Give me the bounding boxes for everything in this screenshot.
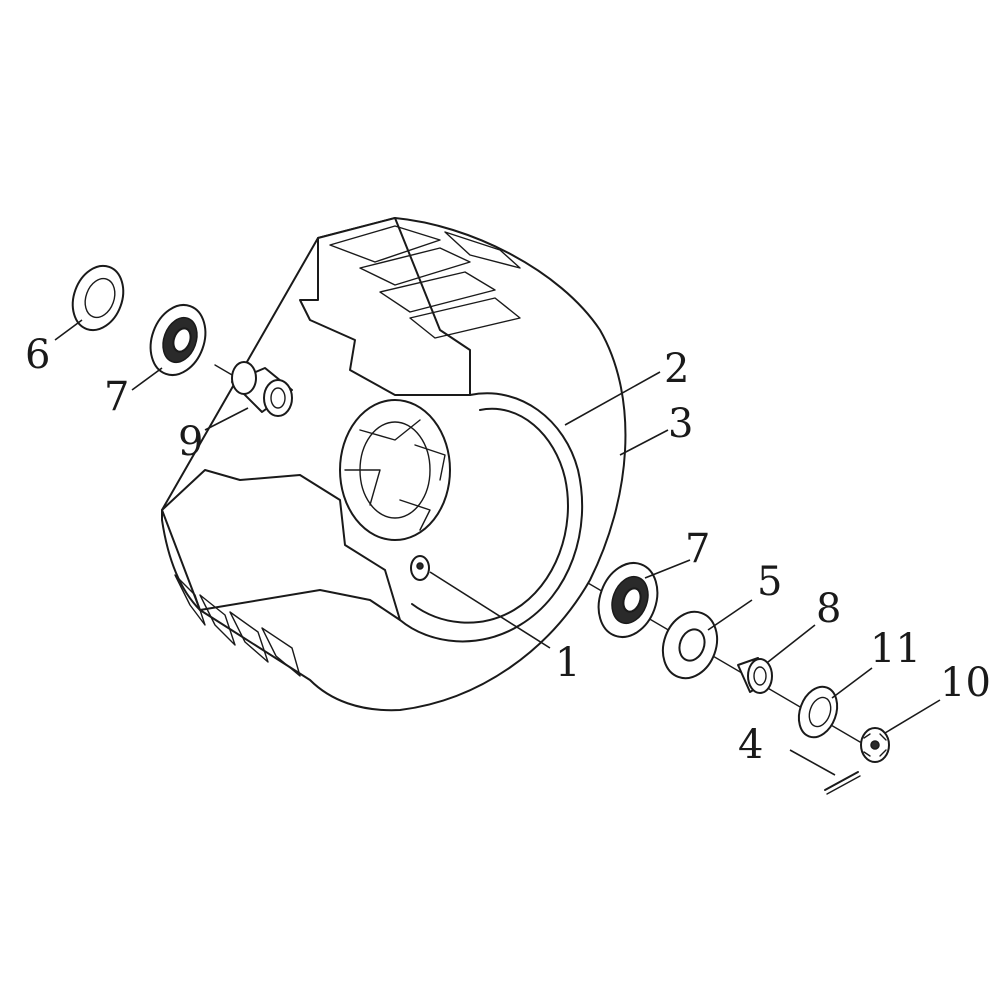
callout-1: 1 [555, 640, 580, 686]
leader-1 [429, 571, 551, 649]
callout-5: 5 [757, 559, 782, 605]
leader-9 [204, 407, 249, 431]
callout-6: 6 [25, 332, 50, 378]
bearing-left [149, 304, 207, 376]
cotter-pin [824, 771, 861, 795]
callout-11: 11 [870, 626, 921, 672]
leader-5 [707, 599, 753, 631]
tire [161, 217, 627, 712]
callout-8: 8 [816, 586, 841, 632]
washer [661, 610, 719, 680]
leader-lines [54, 319, 941, 776]
callout-2: 2 [664, 346, 689, 392]
leader-6 [54, 319, 83, 341]
bearing-right [597, 562, 659, 638]
leader-3 [619, 429, 669, 456]
lock-ring [797, 685, 839, 739]
leader-7a [131, 367, 163, 391]
leader-4 [789, 749, 836, 776]
tread-top [329, 225, 521, 339]
oil-seal-left [71, 264, 125, 332]
valve-stem [410, 555, 430, 581]
leader-11 [831, 667, 873, 699]
bushing [737, 657, 773, 694]
spacer-tube [231, 361, 293, 417]
leader-2 [564, 371, 661, 426]
callout-7-right: 7 [685, 526, 710, 572]
callout-3: 3 [668, 401, 693, 447]
callout-9: 9 [178, 419, 203, 465]
tread-bottom [174, 574, 301, 677]
callout-labels: 6 7 9 2 3 1 7 5 8 11 10 4 [25, 332, 991, 768]
leader-7b [644, 559, 691, 579]
castle-nut [860, 727, 890, 763]
leader-10 [884, 699, 941, 734]
leader-8 [767, 624, 816, 663]
callout-10: 10 [940, 660, 991, 706]
callout-4: 4 [738, 722, 763, 768]
hub-core [339, 399, 451, 541]
callout-7-left: 7 [104, 374, 129, 420]
